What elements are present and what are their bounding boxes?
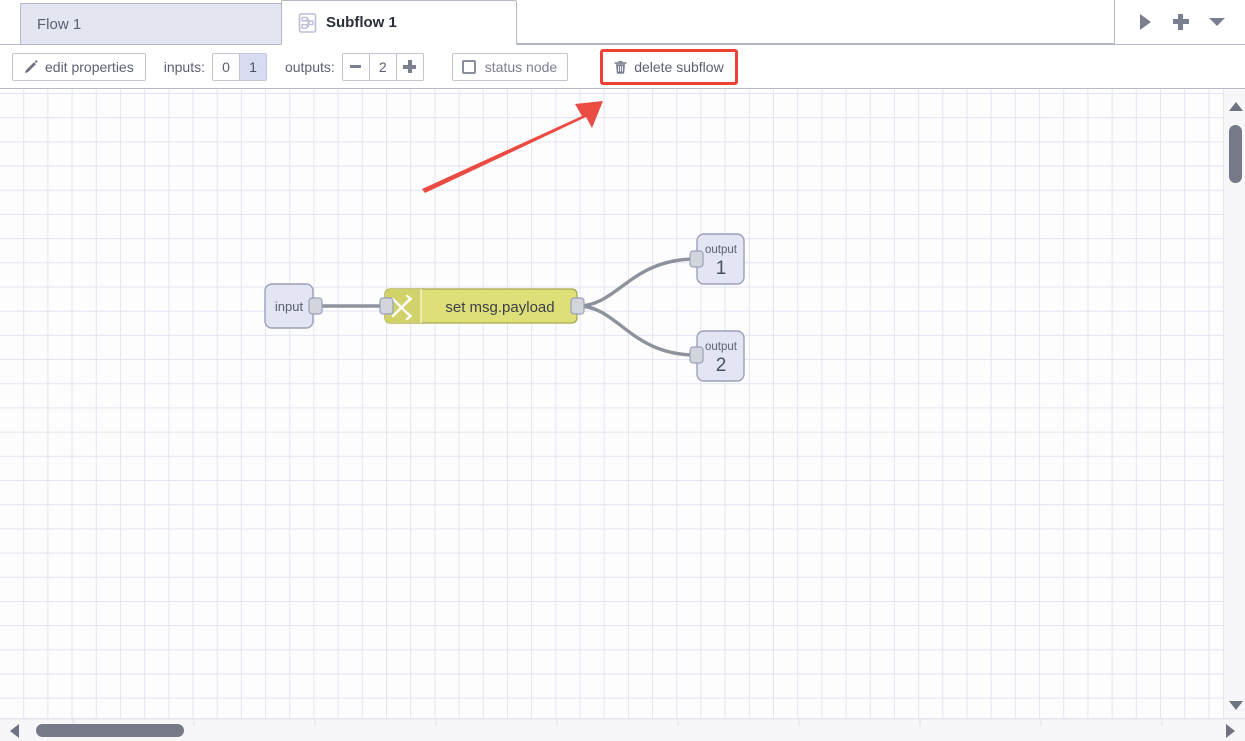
status-node-label: status node	[484, 58, 558, 75]
red-arrow-annotation	[422, 101, 603, 193]
outputs-value: 2	[368, 52, 397, 81]
inputs-selector: 0 1	[211, 52, 267, 81]
outputs-stepper: 2	[341, 52, 424, 81]
change-node-label: set msg.payload	[445, 299, 554, 316]
subflow-input-node-label: input	[275, 299, 304, 314]
outputs-label: outputs:	[284, 58, 335, 75]
vertical-scrollbar[interactable]	[1223, 90, 1245, 718]
edit-properties-label: edit properties	[45, 58, 134, 75]
plus-icon	[403, 60, 417, 73]
subflow-output-node-2-label: output	[705, 341, 738, 353]
scroll-left-arrow-icon[interactable]	[10, 724, 19, 738]
subflow-output-node-1-label: output	[705, 244, 738, 256]
play-icon[interactable]	[1127, 7, 1163, 37]
subflow-canvas[interactable]: input set msg.payload	[0, 90, 1223, 718]
tab-subflow-1[interactable]: Subflow 1	[281, 0, 517, 45]
trash-icon	[614, 60, 634, 74]
wire-change-to-output-2[interactable]	[576, 304, 698, 357]
output-node-2-input-port[interactable]	[689, 346, 704, 364]
tab-menu-chevron-icon[interactable]	[1199, 7, 1235, 37]
status-node-toggle[interactable]: status node	[451, 52, 569, 81]
status-node-checkbox[interactable]	[461, 59, 476, 74]
shuffle-icon	[391, 294, 413, 321]
change-node[interactable]: set msg.payload	[379, 288, 585, 324]
input-node-output-port[interactable]	[308, 297, 323, 315]
scroll-down-arrow-icon[interactable]	[1229, 701, 1243, 710]
inputs-option-1[interactable]: 1	[238, 52, 267, 81]
vertical-scroll-thumb[interactable]	[1229, 125, 1242, 183]
scrollbar-ticks	[0, 719, 1245, 726]
subflow-icon	[298, 12, 326, 33]
change-node-output-port[interactable]	[570, 297, 585, 315]
horizontal-scroll-thumb[interactable]	[36, 724, 184, 737]
tab-bar-actions	[1114, 0, 1245, 44]
wire-change-to-output-1[interactable]	[576, 257, 698, 308]
edit-properties-button[interactable]: edit properties	[12, 52, 146, 81]
outputs-increment-button[interactable]	[395, 52, 424, 81]
scroll-up-arrow-icon[interactable]	[1229, 102, 1243, 111]
tab-subflow-1-label: Subflow 1	[326, 14, 397, 31]
inputs-label: inputs:	[163, 58, 205, 75]
flow-tab-bar: Flow 1 Subflow 1	[0, 0, 1245, 45]
delete-subflow-highlight: delete subflow	[600, 48, 738, 85]
minus-icon	[350, 65, 362, 68]
pencil-icon	[24, 59, 45, 74]
scroll-right-arrow-icon[interactable]	[1226, 724, 1235, 738]
outputs-decrement-button[interactable]	[341, 52, 370, 81]
delete-subflow-label: delete subflow	[634, 58, 724, 75]
subflow-output-node-2-value: 2	[716, 355, 727, 376]
subflow-input-node[interactable]: input	[264, 283, 323, 329]
output-node-1-input-port[interactable]	[689, 250, 704, 268]
subflow-output-node-1[interactable]: output 1	[689, 233, 745, 285]
add-tab-icon[interactable]	[1163, 7, 1199, 37]
tab-flow-1[interactable]: Flow 1	[20, 3, 282, 44]
change-node-input-port[interactable]	[379, 297, 394, 315]
horizontal-scrollbar[interactable]	[0, 718, 1245, 741]
tab-list: Flow 1 Subflow 1	[0, 0, 517, 45]
tab-flow-1-label: Flow 1	[37, 15, 82, 33]
subflow-output-node-2[interactable]: output 2	[689, 330, 745, 382]
delete-subflow-button[interactable]: delete subflow	[605, 53, 733, 80]
inputs-option-0[interactable]: 0	[211, 52, 240, 81]
subflow-toolbar: edit properties inputs: 0 1 outputs: 2 s…	[0, 45, 1245, 89]
tab-bar-spacer	[516, 3, 1114, 44]
subflow-output-node-1-value: 1	[716, 258, 727, 279]
